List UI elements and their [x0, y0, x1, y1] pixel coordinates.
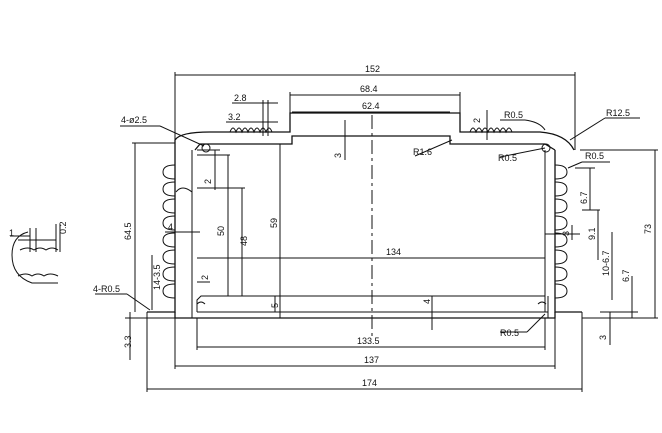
dim-right-fin-b: 9.1	[587, 227, 597, 240]
dim-left-bottom-gap: 2	[200, 275, 210, 280]
dim-inner-width: 134	[386, 247, 401, 257]
dim-recess-radius: R1.6	[413, 147, 432, 157]
dim-right-fin-c: 3	[561, 231, 571, 236]
dim-top-width: 152	[365, 64, 380, 74]
dim-left-bottom-radius: 4-R0.5	[93, 284, 120, 294]
profile-outline	[147, 112, 582, 319]
dim-base-thickness: 4	[422, 299, 432, 304]
dim-right-fin-a: 6.7	[579, 191, 589, 204]
dim-top-recess-depth: 3	[333, 153, 343, 158]
dim-right-bottom-offset: 3	[598, 335, 608, 340]
detail-view: 1 0.2	[9, 221, 68, 284]
dim-inner-bottom-width: 133.5	[357, 336, 380, 346]
dim-left-height: 64.5	[123, 222, 133, 240]
detail-label-a: 1	[9, 228, 14, 238]
dim-left-inner-c: 59	[269, 218, 279, 228]
dim-rib-pitch-b: 3.2	[228, 112, 241, 122]
dim-radius-corner: R12.5	[606, 108, 630, 118]
dim-body-width: 137	[364, 355, 379, 365]
dim-right-fin-pitch: 10-6.7	[601, 250, 611, 276]
dimension-labels: 152 68.4 62.4 2.8 3.2 4-ø2.5 R1.6 3 2 R0…	[93, 64, 653, 388]
dim-rib-pitch-a: 2.8	[234, 93, 247, 103]
dim-base-offset: 5	[270, 303, 280, 308]
dim-right-fin-d: 6.7	[621, 269, 631, 282]
dim-top-recess-inner: 62.4	[362, 101, 380, 111]
dim-left-slot-width: 4	[168, 222, 173, 232]
dim-left-top-gap: 2	[203, 179, 213, 184]
dim-right-height: 73	[643, 224, 653, 234]
detail-label-b: 0.2	[58, 221, 68, 234]
dim-radius-top-a: R0.5	[504, 110, 523, 120]
dim-hole-spec: 4-ø2.5	[121, 115, 147, 125]
dim-bottom-left-offset: 3.3	[123, 335, 133, 348]
dim-left-inner-a: 50	[216, 226, 226, 236]
dim-left-fin-pitch: 14-3.5	[152, 264, 162, 290]
dim-bottom-right-radius: R0.5	[500, 328, 519, 338]
dim-top-recess-outer: 68.4	[360, 84, 378, 94]
dim-left-inner-b: 48	[239, 236, 249, 246]
dim-top-step: 2	[472, 118, 482, 123]
dimension-lines	[95, 72, 658, 392]
dim-radius-top-c: R0.5	[585, 151, 604, 161]
dim-radius-top-b: R0.5	[498, 153, 517, 163]
dim-overall-width: 174	[362, 378, 377, 388]
